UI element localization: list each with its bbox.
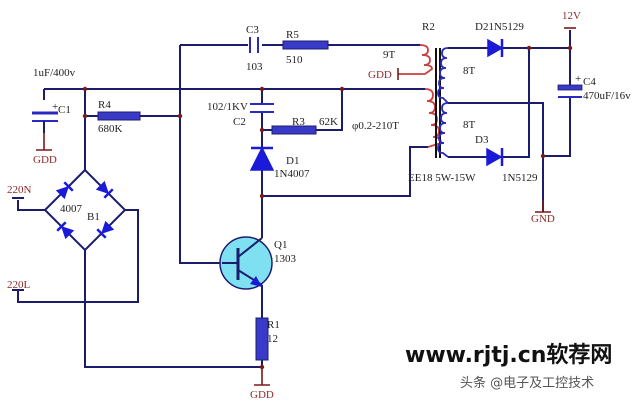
c1-value: 1uF/400v	[33, 67, 76, 79]
capacitor-c4: + C4 470uF/16v	[557, 73, 631, 102]
svg-text:102/1KV: 102/1KV	[207, 101, 248, 113]
svg-text:GND: GND	[531, 213, 555, 225]
svg-text:62K: 62K	[319, 116, 338, 128]
svg-text:1N5129: 1N5129	[502, 172, 538, 184]
transformer-r2: R2 9T GDD φ0.2-210T EE18 5W-15W 8T 8T	[352, 21, 476, 184]
capacitor-c1: 1uF/400v + C1	[32, 67, 76, 133]
svg-text:GDD: GDD	[368, 69, 392, 81]
ac-input-220l: 220L	[7, 279, 31, 291]
c1-name: C1	[58, 104, 71, 116]
svg-text:φ0.2-210T: φ0.2-210T	[352, 120, 399, 132]
svg-text:C4: C4	[583, 76, 596, 88]
svg-text:220L: 220L	[7, 279, 31, 291]
svg-text:9T: 9T	[383, 49, 396, 61]
gdd-ground-c1: GDD	[33, 133, 57, 166]
svg-text:D3: D3	[475, 134, 489, 146]
gdd-ground-r1: GDD	[250, 367, 274, 401]
bridge-rectifier-b1: 4007 B1	[55, 180, 115, 240]
svg-text:B1: B1	[87, 211, 100, 223]
junctions	[82, 45, 573, 370]
svg-text:4007: 4007	[60, 203, 83, 215]
output-12v: 12V	[562, 10, 581, 29]
watermark-site: www.rjtj.cn软荐网	[405, 342, 612, 368]
svg-text:D21N5129: D21N5129	[475, 21, 524, 33]
svg-text:C3: C3	[246, 24, 259, 36]
svg-text:+: +	[575, 73, 581, 85]
svg-text:R3: R3	[292, 116, 305, 128]
svg-text:D1: D1	[286, 155, 299, 167]
wires	[17, 30, 571, 368]
svg-text:R2: R2	[422, 21, 435, 33]
svg-text:103: 103	[246, 61, 263, 73]
svg-text:220N: 220N	[7, 184, 32, 196]
svg-text:1303: 1303	[274, 253, 297, 265]
svg-text:R1: R1	[267, 319, 280, 331]
ac-input-220n: 220N	[7, 184, 32, 199]
resistor-r1: R1 12	[255, 317, 280, 361]
svg-text:680K: 680K	[98, 123, 123, 135]
svg-text:C2: C2	[233, 116, 246, 128]
diode-d2: D21N5129	[475, 21, 524, 58]
watermark: www.rjtj.cn软荐网 头条 @电子及工控技术	[405, 342, 612, 391]
svg-text:510: 510	[286, 54, 303, 66]
svg-text:R5: R5	[286, 29, 299, 41]
watermark-credit: 头条 @电子及工控技术	[460, 375, 594, 391]
diode-d3: D3 1N5129	[475, 134, 538, 184]
resistor-r3: R3 62K	[271, 116, 338, 135]
svg-text:12V: 12V	[562, 10, 581, 22]
svg-text:EE18 5W-15W: EE18 5W-15W	[408, 172, 476, 184]
resistor-r5: R5 510	[282, 29, 329, 66]
svg-text:Q1: Q1	[274, 239, 287, 251]
svg-text:8T: 8T	[463, 119, 476, 131]
svg-text:8T: 8T	[463, 65, 476, 77]
svg-text:470uF/16v: 470uF/16v	[583, 90, 631, 102]
transistor-q1: Q1 1303	[219, 232, 297, 290]
svg-text:GDD: GDD	[250, 389, 274, 401]
c1-polarity: +	[52, 101, 58, 113]
svg-text:GDD: GDD	[33, 154, 57, 166]
gdd-ground-feedback: GDD	[368, 68, 399, 81]
gnd-ground: GND	[531, 200, 555, 225]
capacitor-c3: C3 103	[246, 24, 263, 73]
resistor-r4: R4 680K	[97, 99, 141, 135]
diode-d1: D1 1N4007	[249, 146, 310, 180]
capacitor-c2: 102/1KV C2	[207, 101, 274, 128]
svg-text:R4: R4	[98, 99, 111, 111]
svg-text:12: 12	[267, 333, 278, 345]
svg-text:1N4007: 1N4007	[274, 168, 310, 180]
